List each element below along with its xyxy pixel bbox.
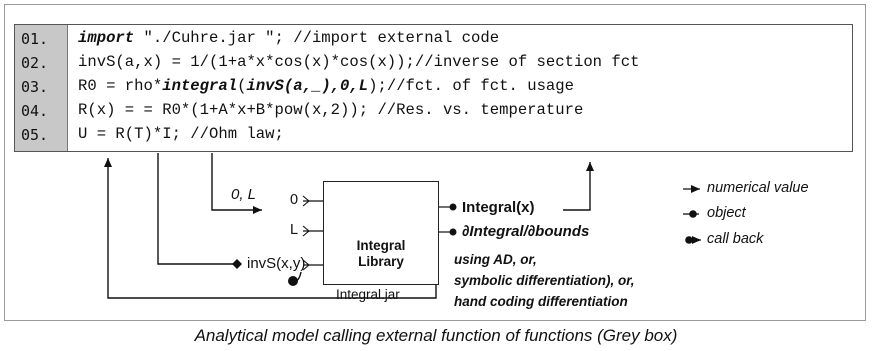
code-token: integral bbox=[162, 77, 238, 95]
differentiation-method: using AD, or, bbox=[454, 252, 537, 267]
line-number: 01. bbox=[21, 30, 49, 48]
line-number: 04. bbox=[21, 102, 49, 120]
line-number-gutter bbox=[15, 25, 68, 151]
code-line: R0 = rho*integral(invS(a,_),0,L);//fct. … bbox=[78, 77, 574, 95]
code-token: "./Cuhre.jar "; //import external code bbox=[134, 29, 500, 47]
differentiation-method: hand coding differentiation bbox=[454, 294, 628, 309]
invS-diamond-icon bbox=[232, 259, 242, 269]
legend-callback-label: call back bbox=[707, 231, 764, 247]
code-token: );//fct. of fct. usage bbox=[368, 77, 574, 95]
port-0-label: 0 bbox=[290, 192, 299, 208]
port-invS-label: invS(x,y) bbox=[247, 255, 306, 272]
code-token: R(x) = = R0*(1+A*x+B*pow(x,2)); //Res. v… bbox=[78, 101, 584, 119]
library-file-label: Integral.jar bbox=[336, 287, 400, 302]
bounds-wire bbox=[211, 153, 262, 214]
invS-wire bbox=[157, 153, 236, 265]
output-integral-label: Integral(x) bbox=[462, 199, 535, 216]
result-wire bbox=[563, 162, 594, 211]
code-token: import bbox=[78, 29, 135, 47]
code-token: invS(a,_),0,L bbox=[246, 77, 369, 95]
library-title-line2: Library bbox=[358, 254, 404, 269]
figure-caption: Analytical model calling external functi… bbox=[194, 326, 678, 345]
differentiation-method: symbolic differentiation), or, bbox=[454, 273, 635, 288]
code-token: R0 = rho* bbox=[78, 77, 163, 95]
code-line: R(x) = = R0*(1+A*x+B*pow(x,2)); //Res. v… bbox=[78, 101, 583, 119]
integral-library-box: Integral Library bbox=[323, 181, 439, 285]
library-title-line1: Integral bbox=[356, 238, 406, 253]
bounds-wire-label: 0, L bbox=[231, 186, 257, 203]
legend-object-dot-icon bbox=[689, 210, 697, 218]
port-L-label: L bbox=[290, 222, 299, 238]
line-number: 05. bbox=[21, 126, 49, 144]
code-line: import "./Cuhre.jar "; //import external… bbox=[78, 29, 499, 47]
code-line: U = R(T)*I; //Ohm law; bbox=[78, 125, 284, 143]
legend-object-label: object bbox=[707, 205, 746, 221]
legend-numerical-label: numerical value bbox=[707, 180, 809, 196]
code-listing: 01. 02. 03. 04. 05. import "./Cuhre.jar "; /… bbox=[14, 24, 853, 152]
code-token: U = R(T)*I; //Ohm law; bbox=[78, 125, 284, 143]
line-number: 02. bbox=[21, 54, 49, 72]
code-token: ( bbox=[237, 77, 247, 95]
object-output-dot-icon bbox=[449, 203, 457, 211]
code-line: invS(a,x) = 1/(1+a*x*cos(x)*cos(x));//in… bbox=[78, 53, 639, 71]
code-token: invS(a,x) = 1/(1+a*x*cos(x)*cos(x));//in… bbox=[78, 53, 640, 71]
line-number: 03. bbox=[21, 78, 49, 96]
output-derivative-label: ∂Integral/∂bounds bbox=[462, 223, 590, 240]
